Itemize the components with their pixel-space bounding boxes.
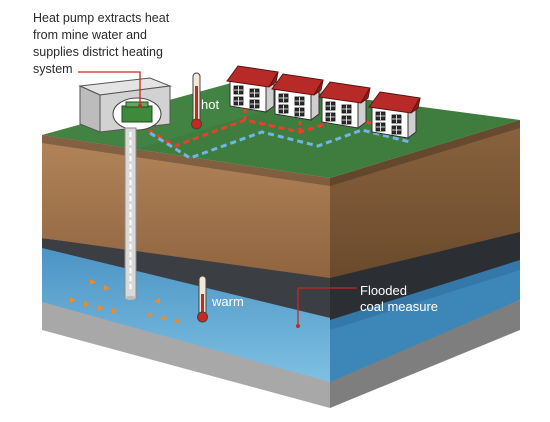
rock-layer — [42, 230, 520, 320]
caption-line-4: system — [33, 62, 73, 76]
flooded-label-line-2: coal measure — [360, 299, 439, 314]
heat-pump-building — [78, 77, 172, 133]
house-3 — [318, 81, 371, 129]
flooded-coal-layer — [42, 245, 520, 382]
caption-leader — [78, 71, 142, 108]
house-2 — [271, 73, 324, 121]
house-1 — [226, 65, 279, 113]
base-layer — [42, 300, 520, 408]
hot-thermometer — [191, 72, 202, 130]
flooded-label-line-1: Flooded — [360, 283, 407, 298]
soil-layer — [42, 120, 520, 278]
warm-label: warm — [212, 294, 244, 309]
warm-thermometer — [197, 275, 208, 323]
caption-line-1: Heat pump extracts heat — [33, 11, 170, 25]
water-flow-arrows — [70, 279, 180, 324]
heat-pump-unit — [121, 105, 153, 123]
flooded-leader — [296, 287, 357, 328]
house-4 — [368, 91, 421, 139]
hot-label: hot — [201, 97, 220, 112]
flooded-coal-label: Flooded coal measure — [360, 283, 438, 315]
heat-pump-caption: Heat pump extracts heat from mine water … — [33, 10, 213, 78]
borehole-shaft — [124, 127, 137, 300]
caption-line-2: from mine water and — [33, 28, 147, 42]
caption-line-3: supplies district heating — [33, 45, 163, 59]
